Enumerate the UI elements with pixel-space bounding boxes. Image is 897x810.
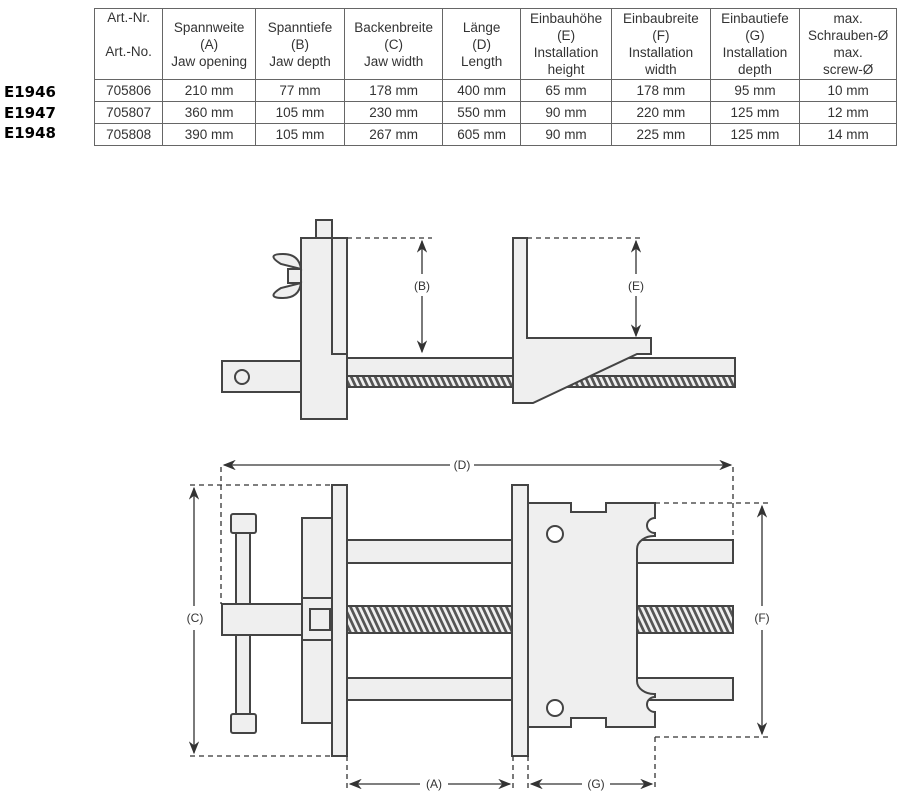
dim-label-f: (F) xyxy=(754,611,769,625)
top-pin xyxy=(315,219,333,239)
column-header-line: Spannweite xyxy=(173,19,245,35)
column-header-line: Installation xyxy=(722,45,788,60)
table-cell: 10 mm xyxy=(799,79,897,102)
dim-label-c: (C) xyxy=(187,611,204,625)
table-cell: 125 mm xyxy=(709,123,801,146)
table-cell: 230 mm xyxy=(344,101,444,124)
dim-label-g: (G) xyxy=(587,777,604,791)
column-header-line: screw-Ø xyxy=(823,62,874,77)
table-cell: 225 mm xyxy=(611,123,711,146)
guide-rod xyxy=(346,677,514,701)
column-header: Einbaubreite (F) Installation width xyxy=(611,8,711,80)
column-header-line: (D) xyxy=(472,36,491,52)
column-header-line: Backenbreite xyxy=(354,19,434,35)
dim-label-a: (A) xyxy=(426,777,442,791)
table-cell: 95 mm xyxy=(709,79,801,102)
column-header-line: Art.-No. xyxy=(105,44,152,59)
table-cell: 90 mm xyxy=(519,123,613,146)
column-header-line: Länge xyxy=(462,19,501,35)
column-header-line: max. xyxy=(833,11,863,26)
table-cell: 390 mm xyxy=(162,123,256,146)
column-header-line: Spanntiefe xyxy=(267,19,333,35)
front-jaw xyxy=(300,237,348,420)
guide-rod xyxy=(346,539,514,564)
column-header-line: Length xyxy=(460,53,503,69)
mounting-block xyxy=(527,502,656,728)
table-cell: 220 mm xyxy=(611,101,711,124)
handle-cap xyxy=(230,713,257,734)
screw-thread xyxy=(631,605,734,634)
column-header-line: Einbautiefe xyxy=(721,11,789,26)
column-header: Länge(D)Length xyxy=(442,8,521,80)
table-cell: 267 mm xyxy=(344,123,444,146)
model-label: E1946 xyxy=(4,83,56,101)
dim-label-b: (B) xyxy=(414,279,430,293)
screw-thread xyxy=(346,605,514,634)
table-cell: 90 mm xyxy=(519,101,613,124)
handle xyxy=(221,603,303,636)
column-header-line: (B) xyxy=(291,36,310,52)
column-header-line: Installation xyxy=(533,45,599,60)
column-header: Backenbreite(C)Jaw width xyxy=(344,8,444,80)
top-view xyxy=(221,484,734,757)
column-header-line: Jaw depth xyxy=(269,53,331,69)
dim-label-d: (D) xyxy=(454,458,471,472)
table-cell: 360 mm xyxy=(162,101,256,124)
model-label: E1948 xyxy=(4,124,56,142)
column-header-line: Einbaubreite xyxy=(622,11,699,26)
column-header-line: (G) xyxy=(745,28,765,43)
column-header-line: Art.-Nr. xyxy=(107,10,151,25)
column-header-line: (E) xyxy=(557,28,576,43)
table-cell: 705807 xyxy=(93,101,164,124)
table-cell: 14 mm xyxy=(799,123,897,146)
dim-label-e: (E) xyxy=(628,279,644,293)
front-jaw xyxy=(331,484,348,757)
wing-nut-stem xyxy=(287,268,302,284)
rear-jaw xyxy=(511,484,529,757)
column-header-line: Schrauben-Ø xyxy=(807,28,889,43)
rear-jaw xyxy=(512,237,652,404)
column-header-line: depth xyxy=(738,62,772,77)
table-cell: 550 mm xyxy=(442,101,521,124)
wing-nut-icon xyxy=(272,252,303,300)
column-header-line: max. xyxy=(833,45,863,60)
column-header-line: Einbauhöhe xyxy=(530,11,603,26)
column-header: Art.-Nr. Art.-No. xyxy=(93,8,164,80)
column-header-line: Jaw width xyxy=(364,53,424,69)
spec-table: Art.-Nr. Art.-No. Spannweite(A)Jaw opening… xyxy=(93,8,897,146)
table-cell: 105 mm xyxy=(254,123,346,146)
guide-rod xyxy=(631,539,734,564)
column-header-line: Jaw opening xyxy=(171,53,248,69)
column-header-line: (C) xyxy=(384,36,404,52)
column-header: max. Schrauben-Ø max. screw-Ø xyxy=(799,8,897,80)
table-cell: 178 mm xyxy=(611,79,711,102)
column-header-line: height xyxy=(547,62,585,77)
side-view xyxy=(221,219,736,420)
table-cell: 605 mm xyxy=(442,123,521,146)
column-header-line: (A) xyxy=(200,36,219,52)
column-header-line: (F) xyxy=(652,28,670,43)
handle-hole xyxy=(234,369,250,385)
column-header-line: Installation xyxy=(628,45,694,60)
table-cell: 705808 xyxy=(93,123,164,146)
table-cell: 210 mm xyxy=(162,79,256,102)
mount-hole xyxy=(546,699,564,717)
handle-cap xyxy=(230,513,257,534)
mount-hole xyxy=(546,525,564,543)
model-label: E1947 xyxy=(4,104,56,122)
handle xyxy=(221,360,302,393)
column-header-line: width xyxy=(645,62,677,77)
